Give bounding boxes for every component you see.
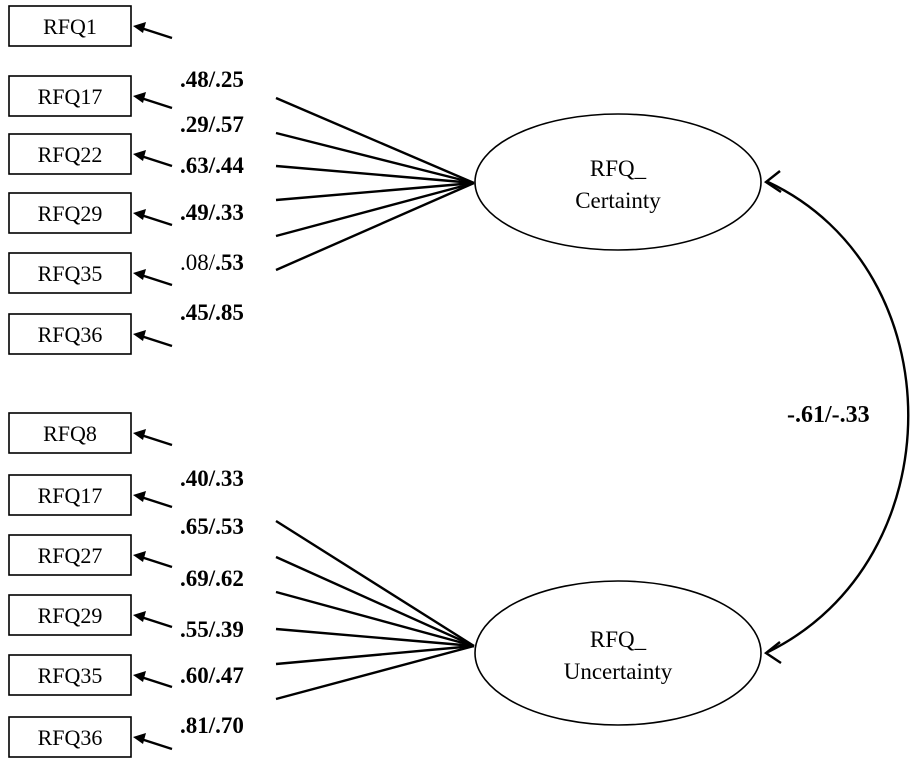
arrow-head xyxy=(133,209,146,220)
correlation-path xyxy=(763,170,910,664)
indicator-label: RFQ36 xyxy=(38,322,103,347)
arrow-head xyxy=(133,671,146,682)
indicator-box xyxy=(8,192,132,234)
certainty-factor-label-2: Certainty xyxy=(575,188,661,213)
indicator-label: RFQ17 xyxy=(38,483,103,508)
residual-arrow xyxy=(140,615,173,629)
loading-label: .08/.53 xyxy=(180,250,244,275)
arrow-head xyxy=(133,330,146,341)
loading-path xyxy=(275,181,475,238)
indicator-label: RFQ1 xyxy=(43,14,97,39)
loading-path xyxy=(275,181,475,202)
indicator-label: RFQ36 xyxy=(38,725,103,750)
uncertainty-factor-label-1: RFQ_ xyxy=(590,627,647,652)
indicator-box xyxy=(8,716,132,758)
loading-path xyxy=(275,131,475,185)
indicator-label: RFQ22 xyxy=(38,142,103,167)
indicator-box xyxy=(8,654,132,696)
indicator-label: RFQ35 xyxy=(38,663,103,688)
indicator-box xyxy=(8,75,132,117)
loading-path xyxy=(275,519,475,648)
loading-path xyxy=(275,555,475,648)
loading-path xyxy=(275,590,475,648)
residual-arrow xyxy=(140,213,173,227)
residual-arrow xyxy=(140,737,173,751)
loading-label: .63/.44 xyxy=(180,153,244,178)
indicator-box xyxy=(8,252,132,294)
loading-path xyxy=(275,96,475,185)
residual-arrow xyxy=(140,334,173,348)
residual-arrow xyxy=(140,154,173,168)
residual-arrow xyxy=(140,495,173,509)
arrow-head xyxy=(133,733,146,744)
uncertainty-factor-ellipse xyxy=(474,580,762,726)
indicator-label: RFQ27 xyxy=(38,543,103,568)
arrow-head xyxy=(133,150,146,161)
residual-arrow xyxy=(140,555,173,569)
indicator-box xyxy=(8,313,132,355)
certainty-factor-label-1: RFQ_ xyxy=(590,156,647,181)
indicator-box xyxy=(8,133,132,175)
uncertainty-factor-label-2: Uncertainty xyxy=(564,659,673,684)
loading-path xyxy=(275,627,475,648)
residual-arrow xyxy=(140,273,173,287)
indicator-label: RFQ17 xyxy=(38,84,103,109)
correlation-label: -.61/-.33 xyxy=(787,402,870,428)
residual-arrow xyxy=(140,675,173,689)
loading-path xyxy=(275,644,475,666)
residual-arrow xyxy=(140,96,173,110)
loading-label: .60/.47 xyxy=(180,663,244,688)
residual-arrow xyxy=(140,26,173,40)
loading-label: .55/.39 xyxy=(180,617,244,642)
loading-label: .65/.53 xyxy=(180,514,244,539)
arrow-head xyxy=(133,491,146,502)
arrow-head xyxy=(133,269,146,280)
indicator-label: RFQ35 xyxy=(38,261,103,286)
indicator-label: RFQ29 xyxy=(38,201,103,226)
indicator-box xyxy=(8,412,132,454)
certainty-factor-ellipse xyxy=(474,113,762,251)
loading-label: .81/.70 xyxy=(180,713,244,738)
arrow-head xyxy=(133,22,146,33)
loading-label: .40/.33 xyxy=(180,466,244,491)
arrow-head xyxy=(133,611,146,622)
indicator-label: RFQ29 xyxy=(38,603,103,628)
indicator-box xyxy=(8,594,132,636)
loading-label: .29/.57 xyxy=(180,112,244,137)
loading-label: .69/.62 xyxy=(180,566,244,591)
indicator-box xyxy=(8,474,132,516)
indicator-box xyxy=(8,534,132,576)
arrow-head xyxy=(133,92,146,103)
loading-path xyxy=(275,164,475,185)
loading-label: .45/.85 xyxy=(180,300,244,325)
arrow-head xyxy=(133,429,146,440)
residual-arrow xyxy=(140,433,173,447)
indicator-label: RFQ8 xyxy=(43,421,97,446)
loading-path xyxy=(275,644,475,701)
indicator-box xyxy=(8,5,132,47)
loading-label: .49/.33 xyxy=(180,200,244,225)
loading-label: .48/.25 xyxy=(180,67,244,92)
loading-path xyxy=(275,181,475,272)
arrow-head xyxy=(133,551,146,562)
